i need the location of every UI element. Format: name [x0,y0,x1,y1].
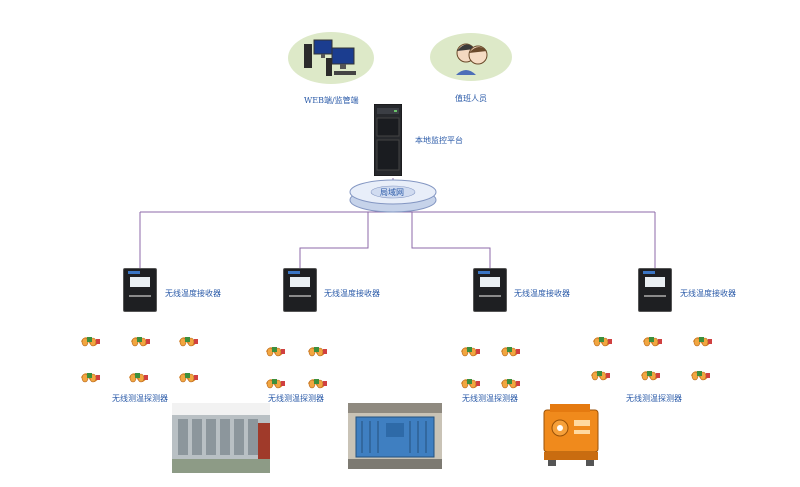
temperature-probe-icon [178,335,200,348]
probe-group-label-4: 无线测温探测器 [626,394,682,403]
receiver-label-3: 无线温度接收器 [514,289,570,298]
receiver-device-4 [638,268,672,312]
web-terminal-label: WEB端/监管端 [304,96,359,105]
receiver-label-1: 无线温度接收器 [165,289,221,298]
computer-icon [304,39,356,76]
receiver-device-2 [283,268,317,312]
temperature-probe-icon [500,377,522,390]
receiver-device-3 [473,268,507,312]
explosion-proof-switch-photo [540,398,604,466]
switchgear-room-photo [172,403,270,473]
server-rack-icon [374,104,402,176]
web-terminal-node [288,32,374,84]
probe-group-label-2: 无线测温探测器 [268,394,324,403]
temperature-probe-icon [265,345,287,358]
temperature-probe-icon [500,345,522,358]
temperature-probe-icon [265,377,287,390]
probe-group-label-3: 无线测温探测器 [462,394,518,403]
lan-label: 局域网 [380,188,404,197]
temperature-probe-icon [307,377,329,390]
temperature-probe-icon [592,335,614,348]
transformer-photo [348,403,442,469]
temperature-probe-icon [178,371,200,384]
staff-node [430,33,512,81]
probe-group-label-1: 无线测温探测器 [112,394,168,403]
temperature-probe-icon [307,345,329,358]
platform-label: 本地监控平台 [415,136,463,145]
temperature-probe-icon [690,369,712,382]
lan-router-icon [349,179,437,213]
staff-label: 值班人员 [455,94,487,103]
temperature-probe-icon [640,369,662,382]
temperature-probe-icon [80,371,102,384]
temperature-probe-icon [460,377,482,390]
temperature-probe-icon [80,335,102,348]
receiver-device-1 [123,268,157,312]
temperature-probe-icon [460,345,482,358]
receiver-label-2: 无线温度接收器 [324,289,380,298]
temperature-probe-icon [590,369,612,382]
staff-people-icon [456,43,488,75]
temperature-probe-icon [692,335,714,348]
temperature-probe-icon [128,371,150,384]
receiver-label-4: 无线温度接收器 [680,289,736,298]
temperature-probe-icon [130,335,152,348]
temperature-probe-icon [642,335,664,348]
